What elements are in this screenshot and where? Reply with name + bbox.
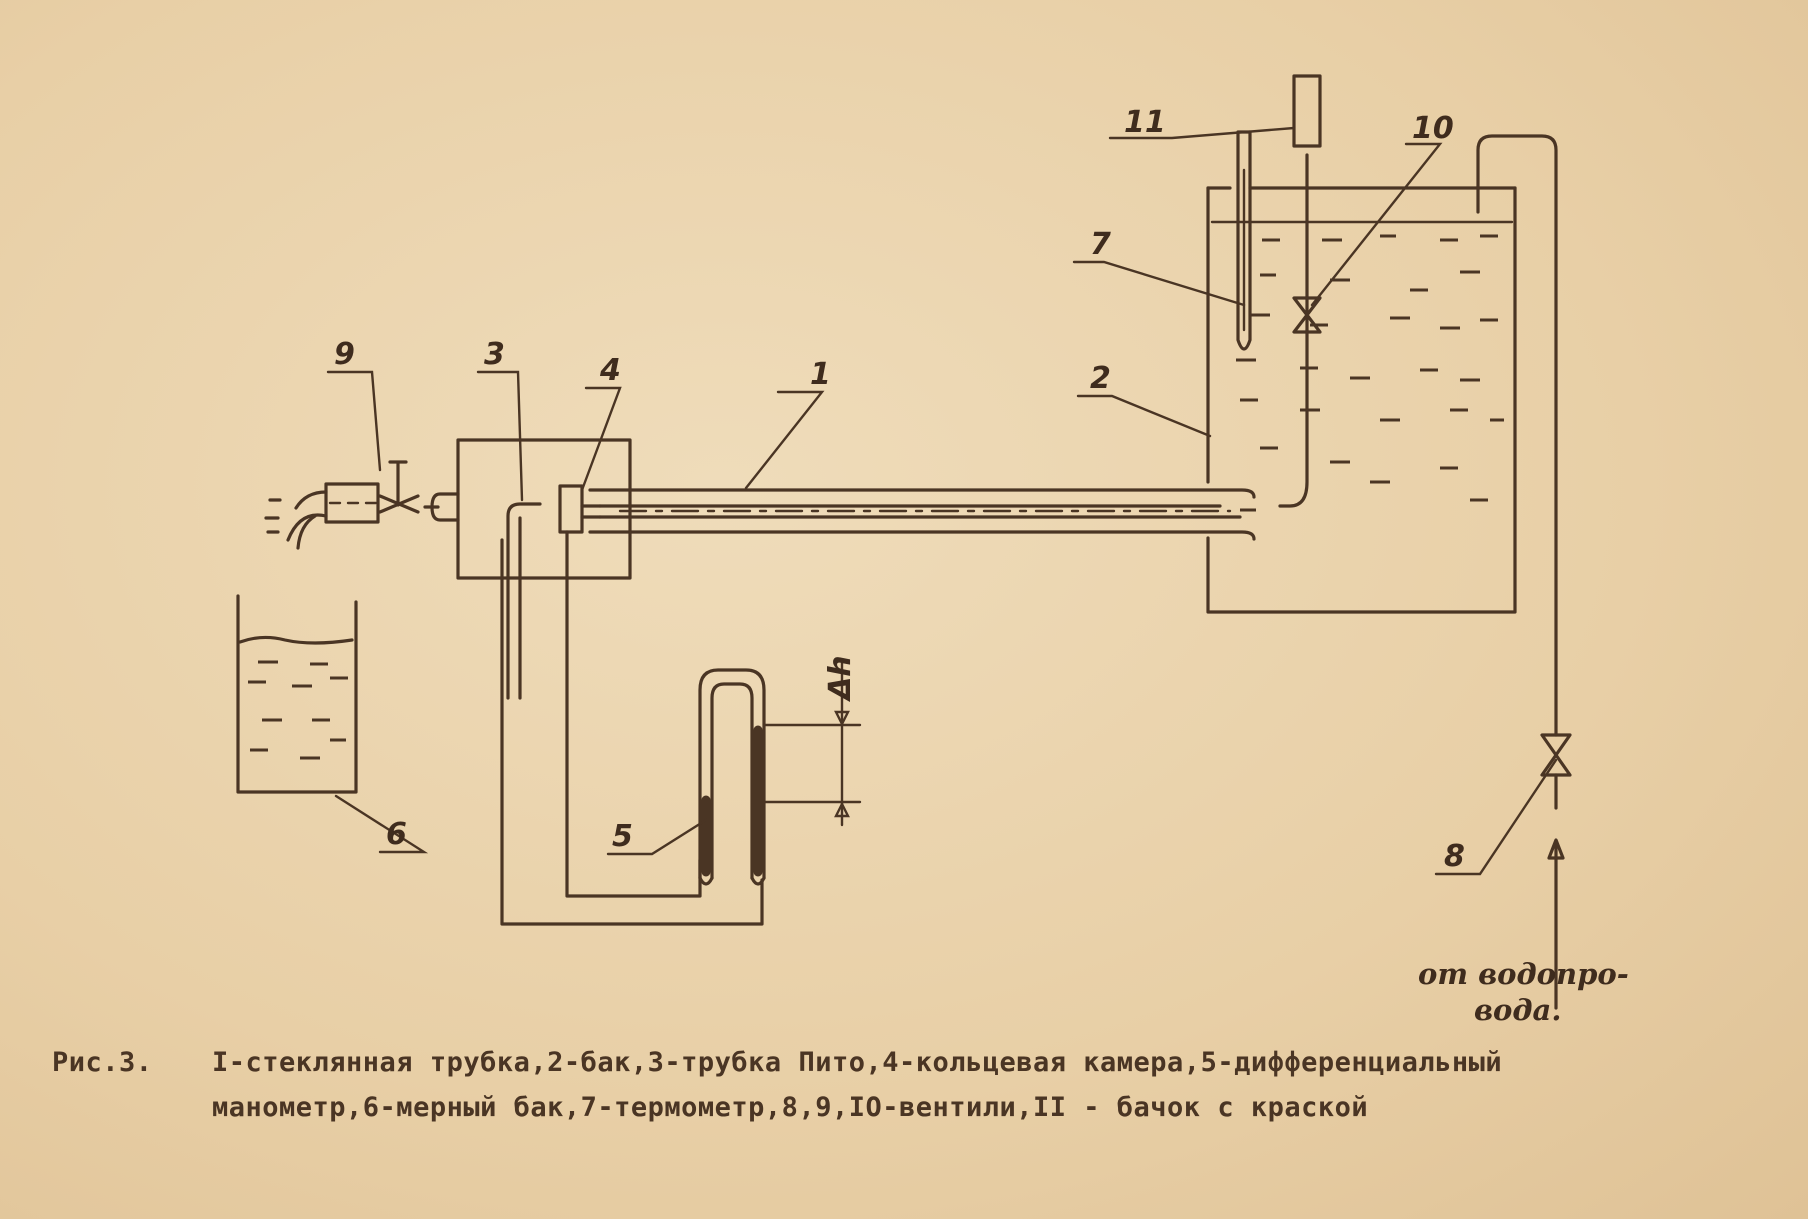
caption-line-1: I-стеклянная трубка,2-бак,3-трубка Пито,… — [212, 1047, 1503, 1078]
label-1: 1 — [810, 357, 831, 392]
glass-tube — [588, 488, 1256, 541]
measuring-tank — [236, 594, 358, 794]
label-10: 10 — [1412, 111, 1454, 146]
label-9: 9 — [334, 337, 355, 372]
water-source-label-line1: от водопро- — [1418, 957, 1629, 991]
label-delta-h: Δh — [823, 655, 858, 702]
figure-number: Рис.3. — [52, 1047, 153, 1078]
dye-reservoir — [1292, 74, 1322, 148]
pitot-tube — [506, 502, 542, 700]
valve-9-outlet — [264, 460, 460, 550]
label-3: 3 — [484, 337, 505, 372]
supply-line — [1476, 134, 1572, 1010]
tank-water-dashes — [1236, 234, 1504, 512]
dye-line — [1278, 153, 1309, 508]
valve-10 — [1292, 296, 1322, 334]
leader-lines — [326, 126, 1558, 876]
thermometer — [1236, 130, 1252, 351]
caption-line-2: манометр,6-мерный бак,7-термометр,8,9,IO… — [212, 1092, 1369, 1123]
differential-manometer — [698, 658, 862, 886]
label-5: 5 — [612, 819, 633, 854]
supply-tank — [1206, 186, 1517, 614]
label-7: 7 — [1090, 227, 1111, 262]
label-4: 4 — [599, 353, 621, 388]
annular-chamber-box — [456, 438, 632, 580]
figure-caption: Рис.3. I-стеклянная трубка,2-бак,3-трубка… — [52, 1040, 1792, 1130]
label-6: 6 — [386, 817, 407, 852]
water-source-label-line2: вода. — [1474, 993, 1561, 1027]
manometer-connections — [500, 530, 764, 926]
label-11: 11 — [1124, 105, 1166, 140]
label-2: 2 — [1090, 361, 1111, 396]
label-8: 8 — [1444, 839, 1465, 874]
